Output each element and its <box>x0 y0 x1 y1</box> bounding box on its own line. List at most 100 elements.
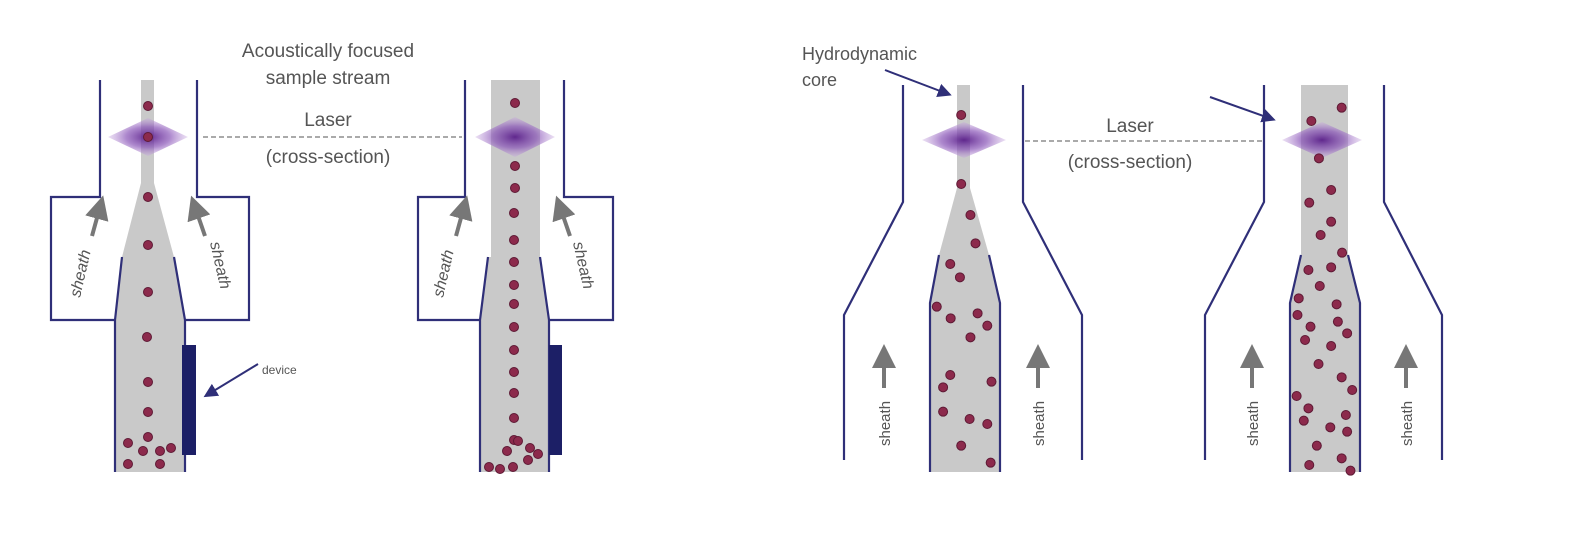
outer-wall <box>49 80 115 322</box>
core-label-line1: Hydrodynamic <box>802 44 917 64</box>
particle <box>143 432 153 442</box>
particle <box>508 462 518 472</box>
acoustic-nozzle-focused: sheath sheath device <box>49 80 297 472</box>
particle <box>138 446 148 456</box>
particle <box>982 320 993 331</box>
particle <box>954 272 965 283</box>
particle <box>964 414 975 424</box>
laser-label: Laser <box>1106 116 1154 137</box>
particle <box>509 388 519 398</box>
sheath-label: sheath <box>1031 401 1048 446</box>
particle <box>1313 359 1324 369</box>
particle <box>143 132 153 142</box>
particle <box>533 449 543 459</box>
particle <box>1305 321 1316 332</box>
particle <box>1347 385 1358 395</box>
inner-tube-wall <box>987 254 1002 472</box>
particle <box>970 238 981 249</box>
particle <box>1311 440 1322 451</box>
outer-wall <box>1203 85 1266 460</box>
particle <box>1326 262 1337 273</box>
particle <box>1314 281 1325 291</box>
sheath-label: sheath <box>430 248 457 299</box>
particle <box>123 459 133 469</box>
inner-tube-wall <box>1288 254 1303 472</box>
particle <box>509 235 519 245</box>
particle <box>986 376 997 387</box>
inner-tube-wall <box>1346 254 1362 472</box>
particle <box>938 406 949 417</box>
particle <box>1306 116 1317 126</box>
particle <box>509 280 519 290</box>
particle <box>510 161 520 171</box>
particle <box>143 407 153 417</box>
particle <box>1326 341 1337 351</box>
particle <box>1313 153 1324 164</box>
outer-wall <box>1021 85 1084 460</box>
particle <box>502 446 512 456</box>
sheath-label: sheath <box>1399 401 1416 446</box>
sheath-arrow <box>85 195 109 237</box>
inner-tube-wall <box>478 256 490 472</box>
particle <box>510 183 520 193</box>
inner-tube-wall <box>113 256 124 472</box>
particle <box>972 308 983 319</box>
particle <box>523 455 533 465</box>
particle <box>155 446 165 456</box>
sample-stream <box>115 80 185 472</box>
core-pointer <box>884 69 952 97</box>
particle <box>143 287 153 297</box>
laser-spot <box>922 122 1006 158</box>
outer-wall <box>1382 85 1444 460</box>
particle <box>495 464 505 474</box>
core-label-line2: core <box>802 70 837 90</box>
particle <box>1303 265 1314 275</box>
particle <box>1342 426 1353 437</box>
sample-stream <box>480 80 549 472</box>
sheath-arrow <box>187 195 211 237</box>
particle <box>1342 328 1353 339</box>
particle <box>1337 247 1348 258</box>
particle <box>956 440 967 451</box>
core-pointer <box>1209 96 1276 123</box>
particle <box>965 210 976 220</box>
particle <box>1300 335 1311 345</box>
particle <box>509 299 519 309</box>
particle <box>155 459 165 469</box>
outer-wall <box>416 80 480 322</box>
particle <box>509 413 519 423</box>
particle <box>484 462 494 472</box>
particle <box>1304 197 1315 208</box>
laser-sublabel: (cross-section) <box>266 147 391 168</box>
hydrodynamic-nozzle-wide: sheath sheath <box>1203 85 1444 476</box>
particle <box>945 313 956 324</box>
particle <box>143 192 153 202</box>
particle <box>143 377 153 387</box>
particle <box>1292 310 1303 320</box>
particle <box>1326 216 1337 227</box>
sheath-label: sheath <box>1245 401 1262 446</box>
particle <box>1291 391 1302 401</box>
acoustic-nozzle-wide: sheath sheath <box>416 80 615 474</box>
particle <box>143 101 153 111</box>
particle <box>123 438 133 448</box>
particle <box>965 332 976 343</box>
acoustic-device <box>182 345 196 455</box>
sheath-label: sheath <box>206 240 233 291</box>
sheath-arrow <box>552 195 576 237</box>
sheath-arrow <box>449 195 473 237</box>
particle <box>1340 410 1351 420</box>
laser-spot <box>1282 122 1362 158</box>
sheath-label: sheath <box>877 401 894 446</box>
particle <box>931 301 942 312</box>
particle <box>982 419 993 429</box>
particle <box>985 457 996 468</box>
particle <box>1336 372 1347 383</box>
particle <box>1298 415 1309 426</box>
particle <box>1304 460 1315 470</box>
device-label: device <box>262 363 297 377</box>
particle <box>1293 293 1304 304</box>
particle <box>143 240 153 250</box>
particle <box>142 332 152 342</box>
